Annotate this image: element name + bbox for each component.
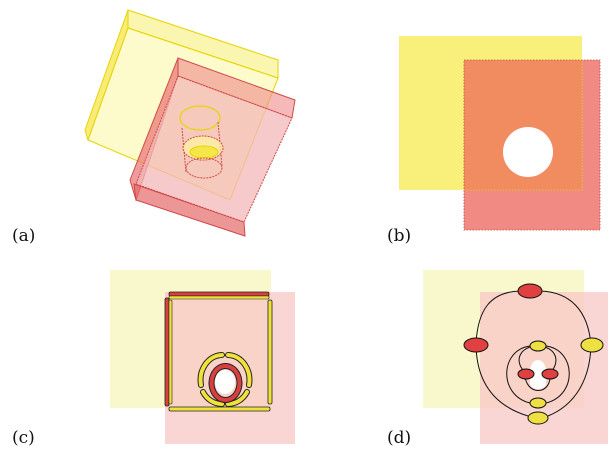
- boundary-top-yellow: [168, 295, 270, 300]
- inner-hole-white-d: [530, 360, 546, 389]
- yellow-node-inner-top: [529, 340, 547, 352]
- panel-b-label: (b): [387, 226, 411, 246]
- inner-hole-white: [215, 370, 235, 394]
- boundary-left-red: [164, 297, 170, 407]
- red-node-top: [517, 283, 543, 299]
- inner-ring-red: [208, 363, 243, 403]
- yellow-node-inner-bottom: [529, 397, 547, 409]
- panel-a-illustration: [84, 9, 296, 237]
- panel-c-label: (c): [12, 428, 35, 448]
- yellow-node-right: [580, 337, 604, 353]
- hole-circle: [503, 127, 553, 177]
- panel-c-illustration: [110, 270, 295, 444]
- boundary-bottom-yellow: [168, 406, 271, 412]
- outer-ring-yellow: [197, 352, 253, 407]
- hole-bottom-ellipse: [185, 157, 223, 179]
- red-node-inner-left: [517, 368, 535, 380]
- hole-yellow-inner: [189, 145, 219, 159]
- panel-a-label: (a): [12, 226, 35, 246]
- boundary-left-yellow: [168, 299, 173, 405]
- panel-d-label: (d): [387, 428, 411, 448]
- hole-top-ellipse-yellow: [179, 105, 221, 131]
- yellow-node-bottom: [527, 411, 549, 425]
- graph-nodes: [463, 283, 604, 425]
- red-node-left: [463, 337, 489, 353]
- pale-overlap: [165, 292, 271, 408]
- boundary-top-red: [168, 291, 270, 297]
- red-node-inner-right: [541, 368, 559, 380]
- panel-b-illustration: [399, 36, 601, 231]
- yellow-square-edges: [464, 60, 583, 191]
- pale-overlap-d: [480, 292, 584, 408]
- panel-d-illustration: [423, 270, 608, 444]
- boundary-right-yellow: [267, 299, 273, 405]
